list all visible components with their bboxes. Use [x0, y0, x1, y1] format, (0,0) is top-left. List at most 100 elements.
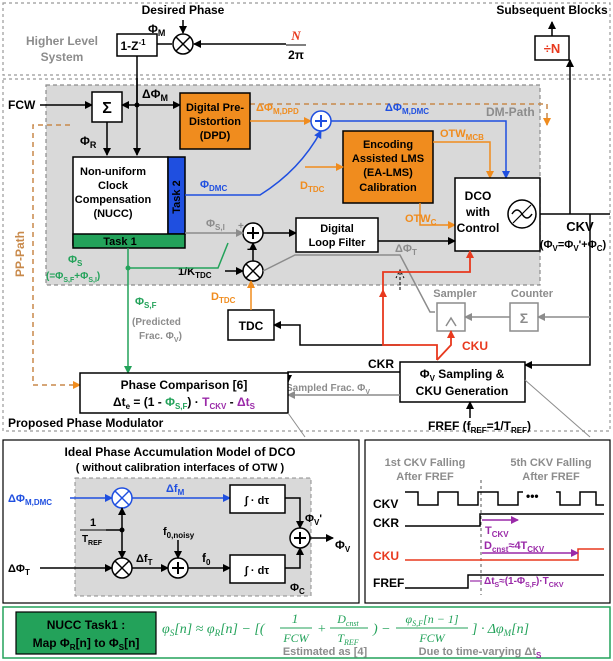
differentiator-label: 1-Z [120, 39, 138, 53]
phi-sf-label: ΦS,F [135, 296, 157, 310]
svg-text:•••: ••• [526, 489, 539, 503]
timing-title-2: 5th CKV Falling [510, 457, 591, 469]
dm-path-label: DM-Path [486, 105, 535, 119]
timing-title-1: 1st CKV Falling [385, 457, 466, 469]
sampler-label: Sampler [433, 288, 477, 300]
phase-comparison-eq: Δte = (1 - ΦS,F) · TCKV - ΔtS [113, 395, 256, 411]
d-tdc-label: DTDC [300, 180, 325, 194]
task1-block [72, 233, 186, 249]
dphi-m-dpd-label: ΔΦM,DPD [256, 102, 299, 116]
svg-text:FCW: FCW [282, 631, 309, 645]
estimated-label: Estimated as [4] [283, 646, 368, 658]
ideal-phi-v: ΦV [335, 538, 351, 554]
task2-label: Task 2 [171, 180, 183, 213]
phi-dmc-path [185, 130, 322, 196]
ckv-down-wire [524, 214, 591, 369]
dpd-label-2: Distortion [189, 116, 241, 128]
higher-level-label-2: System [41, 50, 84, 64]
tdc-multiplier [242, 260, 264, 282]
ideal-mult-1 [111, 487, 133, 509]
divide-n-label: ÷N [544, 41, 561, 56]
fref-waveform [405, 574, 604, 589]
one-over-tref: 1 [90, 517, 96, 529]
pll-adder [242, 222, 264, 244]
desired-phase-label: Desired Phase [142, 3, 225, 17]
cku-to-dco [382, 250, 474, 290]
ideal-phi-c: ΦC [290, 582, 305, 596]
cku-to-tdc [273, 321, 400, 346]
ea-lms-label-4: Calibration [359, 182, 417, 194]
svg-text:∫ · dτ: ∫ · dτ [244, 565, 270, 577]
phi-s-wire [127, 242, 229, 269]
svg-text:+: + [238, 221, 244, 232]
d-tdc2-label: DTDC [211, 291, 236, 305]
one-k-label: 1/KTDC [178, 266, 212, 280]
dm-path-outline [250, 103, 551, 126]
svg-text:1: 1 [292, 611, 299, 626]
dpd-label-3: (DPD) [200, 130, 231, 142]
sampled-frac-label: Sampled Frac. ΦV [286, 383, 370, 396]
phi-si-label: ΦS,I [206, 218, 225, 232]
row-fref-label: FREF [373, 576, 404, 590]
dm-adder-out [331, 120, 510, 179]
ckv-label: CKV [566, 219, 594, 234]
nucc-block [72, 156, 169, 246]
ideal-phi-v-prime: ΦV' [305, 513, 322, 527]
ideal-f0: f0 [202, 551, 211, 567]
tdc-block [227, 309, 275, 341]
gray-feedback [262, 254, 435, 313]
oscillator-icon [507, 199, 537, 229]
dm-adder [310, 110, 332, 132]
due-label: Due to time-varying ΔtS [419, 646, 542, 660]
fref-label: FREF (fREF=1/TREF) [428, 419, 531, 435]
ea-lms-label-1: Encoding [363, 139, 413, 151]
fcw-label: FCW [8, 98, 36, 112]
higher-level-region [2, 2, 611, 76]
integrator-2 [229, 554, 286, 584]
svg-text:] · ΔφM[n]: ] · ΔφM[n] [471, 622, 529, 638]
task1-label: Task 1 [103, 236, 136, 248]
ideal-delta-phi-t: ΔΦT [8, 563, 30, 577]
ideal-delta-ft: ΔfT [136, 553, 153, 567]
n-denominator: 2π [288, 48, 304, 62]
cku-label: CKU [462, 339, 488, 353]
nucc-label-4: (NUCC) [93, 208, 132, 220]
svg-text:) −: ) − [372, 622, 391, 637]
phiv-label-3: CKU Generation [416, 384, 509, 398]
dphi-m-dmc-label: ΔΦM,DMC [385, 102, 429, 116]
ideal-title-2: ( without calibration interfaces of OTW … [76, 462, 285, 474]
tdc-label: TDC [239, 319, 264, 333]
t-ckv-label: TCKV [485, 525, 509, 539]
ideal-adder [167, 557, 189, 579]
phi-r-label: ΦR [80, 134, 97, 150]
otw-mcb-label: OTWMCB [440, 128, 484, 142]
delta-phi-m-label: ΔΦM [142, 87, 168, 103]
nucc-label-1: Non-uniform [80, 166, 146, 178]
dts-label: ΔtS≈(1-ΦS,F)·TCKV [484, 576, 564, 589]
svg-text:+: + [317, 622, 326, 637]
higher-level-label: Higher Level [26, 34, 98, 48]
svg-text:1-Z-1: 1-Z-1 [120, 38, 146, 53]
cku-to-sampler [436, 330, 455, 361]
svg-text:FCW: FCW [418, 631, 445, 645]
phi-m-label: ΦM [148, 22, 165, 38]
modulator-region [2, 78, 611, 432]
pp-path-label: PP-Path [13, 231, 27, 277]
ea-lms-label-2: Assisted LMS [352, 153, 424, 165]
ideal-delta-fm: ΔfM [166, 483, 185, 497]
proposed-label: Proposed Phase Modulator [8, 416, 164, 430]
ckv-eq-label: (ΦV=ΦV'+ΦC) [540, 239, 607, 253]
timing-title-2b: After FREF [522, 471, 580, 483]
ckv-waveform [405, 491, 604, 506]
nucc-task-line-2: Map ΦR[n] to ΦS[n] [33, 636, 140, 652]
svg-text:Σ: Σ [520, 310, 528, 326]
accumulator-label: Σ [102, 100, 112, 117]
phase-comparison-title: Phase Comparison [6] [121, 378, 248, 392]
nucc-task-line-1: NUCC Task1 : [47, 618, 125, 632]
otw-mcb-wire [433, 141, 494, 179]
row-cku-label: CKU [373, 549, 399, 563]
integrator-1 [229, 484, 286, 514]
dpd-label-1: Digital Pre- [186, 102, 244, 114]
nucc-label-3: Compensation [75, 194, 152, 206]
